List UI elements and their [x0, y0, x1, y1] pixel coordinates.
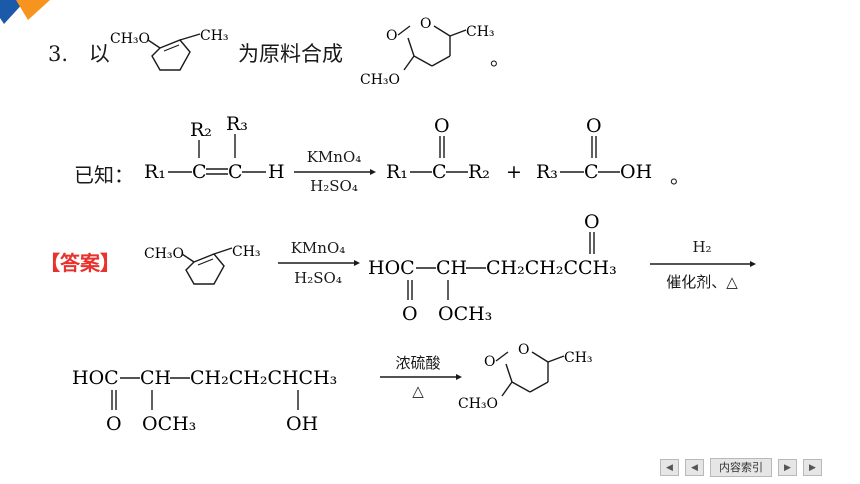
svg-text:O: O [584, 211, 600, 233]
svg-text:O: O [484, 354, 495, 370]
content-index-button[interactable]: 内容索引 [710, 458, 772, 477]
step1-arrow [278, 260, 360, 266]
svg-text:R₃: R₃ [226, 114, 248, 135]
svg-text:R₁: R₁ [144, 161, 166, 183]
svg-text:C: C [228, 161, 243, 183]
svg-text:OH: OH [620, 161, 652, 183]
svg-text:O: O [420, 16, 431, 32]
svg-text:CH₂CH₂CCH₃: CH₂CH₂CCH₃ [486, 257, 617, 279]
step1-reagent-top: KMnO₄ [290, 239, 346, 257]
answer-label: 【答案】 [40, 251, 120, 275]
svg-text:CH₃: CH₃ [466, 24, 495, 40]
question-prefix: 以 [88, 42, 110, 66]
svg-text:CH₃O: CH₃O [144, 246, 184, 262]
step1-reagent-bottom: H₂SO₄ [294, 269, 342, 287]
svg-text:HOC: HOC [368, 257, 415, 279]
known-end: 。 [670, 164, 690, 188]
svg-text:OCH₃: OCH₃ [142, 413, 196, 435]
svg-text:O: O [386, 28, 397, 44]
svg-text:+: + [506, 161, 522, 183]
question-middle: 为原料合成 [238, 42, 343, 66]
answer-start-structure: CH₃O CH₃ [144, 244, 261, 285]
slide-nav: ◀ ◀ 内容索引 ▶ ▶ [660, 458, 822, 477]
structure-methoxy-methylcyclopentene: CH₃O CH₃ [110, 28, 229, 71]
answer-intermediate-hydroxyacid: HOC CH CH₂CH₂CHCH₃ O OCH₃ OH [72, 367, 337, 435]
svg-text:C: C [432, 161, 447, 183]
answer-intermediate-ketoacid: HOC CH CH₂CH₂CCH₃ O OCH₃ O [368, 211, 617, 325]
svg-text:O: O [434, 115, 450, 137]
prev-page-button[interactable]: ◀ [685, 459, 704, 476]
step2-reagent-bottom: 催化剂、△ [666, 273, 738, 291]
question-number: 3. [48, 42, 69, 66]
step3-reagent-bottom: △ [412, 382, 424, 400]
svg-text:O: O [518, 342, 529, 358]
structure-target-lactone: O O CH₃ CH₃O [360, 16, 495, 88]
svg-text:R₂: R₂ [468, 161, 490, 183]
known-products: R₁ C O R₂ + R₃ C O OH [386, 115, 652, 183]
svg-text:C: C [192, 161, 207, 183]
svg-text:OCH₃: OCH₃ [438, 303, 492, 325]
svg-text:R₃: R₃ [536, 161, 558, 183]
next-page-button[interactable]: ▶ [778, 459, 797, 476]
known-reagent-top: KMnO₄ [306, 148, 362, 166]
svg-text:CH₃: CH₃ [232, 244, 261, 260]
svg-text:CH₂CH₂CHCH₃: CH₂CH₂CHCH₃ [190, 367, 337, 389]
svg-text:CH₃O: CH₃O [458, 396, 498, 412]
first-page-button[interactable]: ◀ [660, 459, 679, 476]
svg-text:CH₃: CH₃ [200, 28, 229, 44]
svg-text:H: H [268, 161, 285, 183]
step3-arrow [380, 374, 462, 380]
svg-text:R₁: R₁ [386, 161, 408, 183]
svg-text:CH₃O: CH₃O [360, 72, 400, 88]
svg-text:CH: CH [140, 367, 171, 389]
answer-product-lactone: O O CH₃ CH₃O [458, 342, 593, 412]
last-page-button[interactable]: ▶ [803, 459, 822, 476]
corner-logo [0, 0, 50, 24]
step2-arrow [650, 261, 756, 267]
known-label: 已知： [74, 163, 134, 187]
svg-text:OH: OH [286, 413, 318, 435]
svg-text:CH: CH [436, 257, 467, 279]
step3-reagent-top: 浓硫酸 [395, 354, 441, 372]
known-reactant-alkene: R₁ C C H R₂ R₃ [144, 114, 285, 183]
svg-text:R₂: R₂ [190, 119, 212, 141]
known-reaction-arrow [294, 169, 376, 175]
svg-text:CH₃O: CH₃O [110, 31, 150, 47]
svg-text:O: O [586, 115, 602, 137]
svg-text:O: O [402, 303, 418, 325]
svg-text:C: C [584, 161, 599, 183]
svg-text:CH₃: CH₃ [564, 350, 593, 366]
question-line: 3. 以 [48, 38, 110, 68]
known-reagent-bottom: H₂SO₄ [310, 177, 358, 195]
step2-reagent-top: H₂ [692, 238, 712, 256]
svg-text:HOC: HOC [72, 367, 119, 389]
svg-text:O: O [106, 413, 122, 435]
question-suffix: 。 [490, 46, 510, 70]
